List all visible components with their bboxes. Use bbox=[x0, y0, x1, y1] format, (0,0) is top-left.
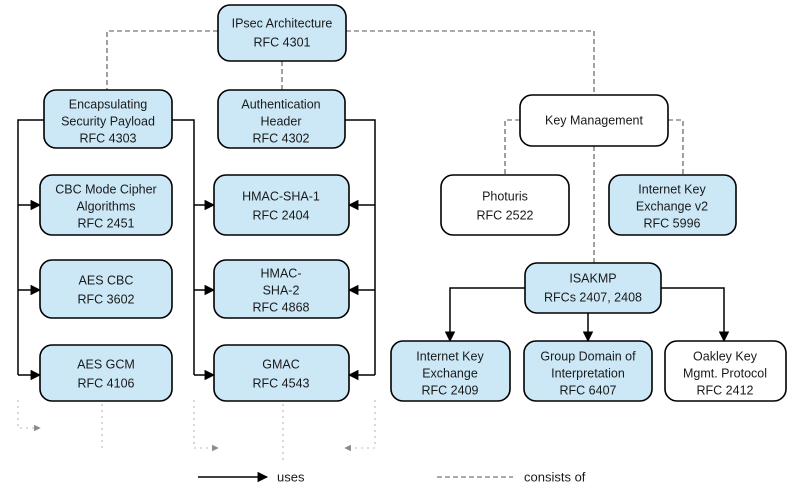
edge-isakmp-to-oakley bbox=[661, 287, 730, 343]
node-gdoi-line3: RFC 6407 bbox=[560, 383, 617, 397]
node-esp-line1: Encapsulating bbox=[69, 97, 148, 111]
edge-faint-mid-stub bbox=[193, 400, 219, 452]
node-ikev2[interactable]: Internet Key Exchange v2 RFC 5996 bbox=[608, 174, 737, 236]
node-photuris[interactable]: Photuris RFC 2522 bbox=[440, 174, 570, 236]
node-gdoi-line1: Group Domain of bbox=[540, 349, 636, 363]
node-aes-gcm[interactable]: AES GCM RFC 4106 bbox=[39, 344, 173, 402]
node-aes-cbc-line2: RFC 3602 bbox=[78, 292, 135, 306]
node-hmac-sha2-line3: RFC 4868 bbox=[253, 300, 310, 314]
node-cbc-mode-cipher-line3: RFC 2451 bbox=[78, 216, 135, 230]
node-isakmp-box[interactable] bbox=[524, 262, 662, 314]
uses-edges bbox=[17, 119, 730, 381]
node-hmac-sha1-line2: RFC 2404 bbox=[253, 208, 310, 222]
node-ike-line2: Exchange bbox=[422, 366, 478, 380]
node-gmac-box[interactable] bbox=[213, 344, 350, 402]
node-gmac-line1: GMAC bbox=[262, 357, 300, 371]
node-aes-cbc-line1: AES CBC bbox=[79, 273, 134, 287]
node-gmac-line2: RFC 4543 bbox=[253, 376, 310, 390]
node-esp-line2: Security Payload bbox=[61, 114, 155, 128]
edge-isakmp-to-ike bbox=[444, 287, 525, 343]
edge-faint-right-stub bbox=[344, 400, 376, 452]
node-cbc-mode-cipher-line1: CBC Mode Cipher bbox=[55, 182, 156, 196]
node-hmac-sha2-line1: HMAC- bbox=[261, 266, 302, 280]
node-cbc-mode-cipher-box[interactable] bbox=[39, 174, 173, 236]
node-cbc-mode-cipher-line2: Algorithms bbox=[76, 199, 135, 213]
node-hmac-sha2-box[interactable] bbox=[213, 259, 350, 319]
legend: uses consists of bbox=[198, 469, 586, 484]
node-ikev2-line1: Internet Key bbox=[638, 182, 706, 196]
node-aes-gcm-line1: AES GCM bbox=[77, 357, 135, 371]
node-ikev2-line3: RFC 5996 bbox=[644, 216, 701, 230]
node-oakley-line1: Oakley Key bbox=[693, 349, 758, 363]
node-authentication-header-line2: Header bbox=[261, 114, 302, 128]
node-key-management-box[interactable] bbox=[519, 94, 669, 147]
node-ike-line3: RFC 2409 bbox=[422, 383, 479, 397]
node-isakmp[interactable]: ISAKMP RFCs 2407, 2408 bbox=[524, 262, 662, 314]
node-ike-line1: Internet Key bbox=[416, 349, 484, 363]
node-oakley-line2: Mgmt. Protocol bbox=[683, 366, 767, 380]
edge-arch-to-esp bbox=[106, 30, 218, 90]
node-esp[interactable]: Encapsulating Security Payload RFC 4303 bbox=[43, 89, 173, 149]
edge-arch-to-keymgmt bbox=[346, 30, 595, 95]
node-gdoi-box[interactable] bbox=[523, 340, 653, 402]
node-ikev2-box[interactable] bbox=[608, 174, 737, 236]
node-authentication-header-line3: RFC 4302 bbox=[253, 131, 310, 145]
node-hmac-sha1-box[interactable] bbox=[213, 174, 350, 236]
edge-esp-spine-left bbox=[17, 119, 44, 375]
edge-faint-left-stub bbox=[17, 400, 41, 432]
node-gdoi[interactable]: Group Domain of Interpretation RFC 6407 bbox=[523, 340, 653, 402]
faint-trailing-edges bbox=[17, 398, 376, 460]
edge-keymgmt-to-photuris bbox=[504, 119, 520, 175]
node-key-management-line1: Key Management bbox=[545, 113, 644, 127]
node-oakley[interactable]: Oakley Key Mgmt. Protocol RFC 2412 bbox=[664, 340, 787, 402]
node-aes-gcm-line2: RFC 4106 bbox=[78, 376, 135, 390]
node-oakley-line3: RFC 2412 bbox=[697, 383, 754, 397]
node-hmac-sha1[interactable]: HMAC-SHA-1 RFC 2404 bbox=[213, 174, 350, 236]
node-authentication-header-box[interactable] bbox=[217, 89, 346, 149]
node-hmac-sha2-line2: SHA-2 bbox=[263, 283, 300, 297]
node-photuris-line2: RFC 2522 bbox=[477, 208, 534, 222]
node-isakmp-line2: RFCs 2407, 2408 bbox=[544, 290, 642, 304]
node-esp-line3: RFC 4303 bbox=[80, 131, 137, 145]
node-key-management[interactable]: Key Management bbox=[519, 94, 669, 147]
node-ipsec-architecture-line2: RFC 4301 bbox=[254, 35, 311, 49]
node-gdoi-line2: Interpretation bbox=[551, 366, 625, 380]
node-authentication-header-line1: Authentication bbox=[241, 97, 320, 111]
node-authentication-header[interactable]: Authentication Header RFC 4302 bbox=[217, 89, 346, 149]
node-aes-cbc-box[interactable] bbox=[39, 259, 173, 319]
node-ipsec-architecture-box[interactable] bbox=[217, 4, 347, 62]
node-ike-box[interactable] bbox=[390, 340, 511, 402]
legend-uses-label: uses bbox=[277, 469, 305, 484]
node-esp-box[interactable] bbox=[43, 89, 173, 149]
node-oakley-box[interactable] bbox=[664, 340, 787, 402]
node-isakmp-line1: ISAKMP bbox=[569, 271, 616, 285]
node-hmac-sha2[interactable]: HMAC- SHA-2 RFC 4868 bbox=[213, 259, 350, 319]
edge-keymgmt-to-ikev2 bbox=[668, 119, 684, 175]
consists-of-edges bbox=[106, 30, 684, 263]
node-hmac-sha1-line1: HMAC-SHA-1 bbox=[242, 189, 320, 203]
node-aes-cbc[interactable]: AES CBC RFC 3602 bbox=[39, 259, 173, 319]
node-ike[interactable]: Internet Key Exchange RFC 2409 bbox=[390, 340, 511, 402]
node-photuris-box[interactable] bbox=[440, 174, 570, 236]
legend-consists-of-label: consists of bbox=[524, 469, 586, 484]
node-ipsec-architecture[interactable]: IPsec Architecture RFC 4301 bbox=[217, 4, 347, 62]
edge-esp-spine-right bbox=[172, 119, 195, 375]
edge-ah-spine-right bbox=[345, 119, 376, 375]
node-cbc-mode-cipher[interactable]: CBC Mode Cipher Algorithms RFC 2451 bbox=[39, 174, 173, 236]
node-photuris-line1: Photuris bbox=[482, 189, 528, 203]
node-ipsec-architecture-line1: IPsec Architecture bbox=[232, 16, 333, 30]
node-gmac[interactable]: GMAC RFC 4543 bbox=[213, 344, 350, 402]
node-ikev2-line2: Exchange v2 bbox=[636, 199, 708, 213]
node-aes-gcm-box[interactable] bbox=[39, 344, 173, 402]
